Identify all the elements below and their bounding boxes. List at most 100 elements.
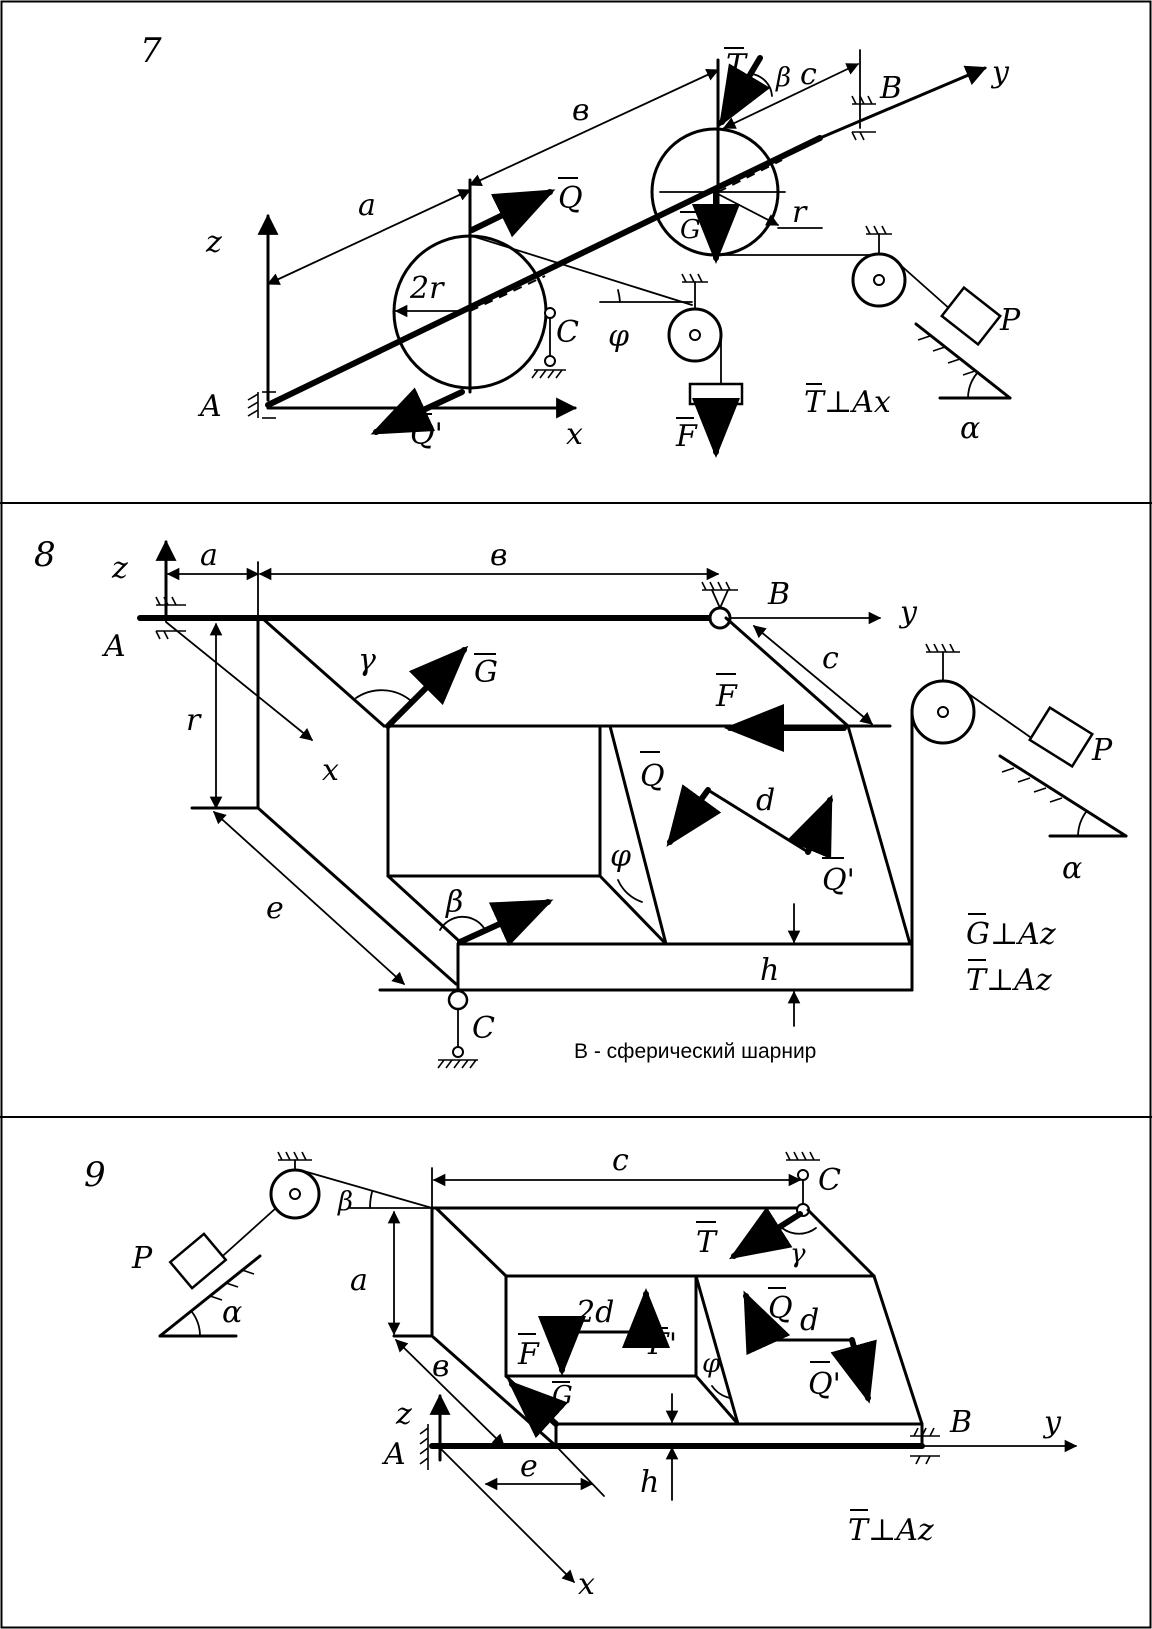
point-b-label: B — [767, 577, 790, 612]
force-q-prime-label: Q' — [410, 417, 443, 452]
dim-a-label: a — [358, 188, 376, 223]
force-f-label: F — [675, 419, 698, 454]
rope-1 — [471, 235, 693, 306]
dim-a-label: a — [350, 1263, 368, 1298]
z-label: z — [205, 225, 222, 260]
force-q-prime-arrow — [830, 1337, 877, 1404]
x-label: x — [322, 753, 339, 788]
dim-e-ext — [555, 1445, 605, 1497]
incline-7 — [914, 322, 1012, 400]
beta-arc — [369, 1191, 373, 1209]
panel-9: 9 β P α — [84, 1143, 1078, 1602]
weight-p-label: P — [1091, 733, 1113, 768]
x-label: x — [566, 417, 583, 452]
point-a-label: A — [197, 389, 222, 424]
condition-text: T⊥Ax — [804, 385, 891, 420]
diag-bottom-left — [256, 806, 458, 986]
force-t-label: T — [696, 1225, 718, 1260]
panel-number: 8 — [34, 535, 56, 575]
bearing-a — [155, 596, 186, 640]
phi-arc — [617, 289, 621, 303]
rope-p — [965, 691, 1041, 745]
bearing-a — [247, 391, 276, 419]
dim-e — [213, 811, 405, 985]
dim-b-label: в — [572, 93, 589, 128]
slope-1 — [694, 1274, 740, 1426]
phi-label: φ — [610, 839, 631, 874]
dim-c — [753, 625, 873, 725]
condition-text: T⊥Az — [848, 1513, 934, 1548]
force-q-label: Q — [558, 181, 583, 216]
force-t-arrow — [728, 1206, 803, 1260]
panel-number: 9 — [84, 1155, 106, 1195]
force-f-label: F — [517, 1337, 540, 1372]
phi-label: φ — [702, 1349, 721, 1379]
pulley-p — [910, 643, 976, 745]
force-q-prime-arrow — [370, 387, 465, 435]
y-label: y — [990, 55, 1010, 90]
beta-label: β — [337, 1187, 353, 1217]
y-label: y — [898, 595, 918, 630]
force-q-prime-label: Q' — [822, 863, 855, 898]
slope-top — [608, 724, 668, 946]
dim-h-label: h — [760, 953, 779, 988]
force-f-label: F — [715, 679, 738, 714]
point-c-label: C — [472, 1011, 495, 1046]
alpha-label: α — [1062, 851, 1082, 886]
condition-2: T⊥Az — [966, 963, 1052, 998]
gamma-arc — [355, 689, 411, 701]
force-q-prime-arrow — [786, 794, 833, 860]
beta-label: β — [775, 63, 791, 93]
force-f-prime-label: F' — [647, 1327, 677, 1362]
force-q-label: Q — [640, 759, 665, 794]
panel-7: 7 z x y A 2r — [140, 31, 1021, 458]
radius-arrow — [717, 193, 780, 226]
phi-label: φ — [608, 319, 629, 354]
dim-c — [722, 63, 860, 129]
point-b-label: B — [879, 71, 902, 106]
rope-top — [299, 1169, 433, 1209]
gamma-label: γ — [790, 1239, 806, 1269]
dim-h-label: h — [640, 1465, 659, 1500]
force-q-arrow — [743, 1290, 791, 1356]
force-g-label: G — [680, 215, 701, 245]
dim-c-label: c — [800, 57, 817, 92]
support-c — [437, 989, 478, 1069]
force-g-label: G — [474, 655, 498, 690]
weight-p-label: P — [131, 1241, 153, 1276]
z-label: z — [395, 1397, 412, 1432]
dim-a — [266, 189, 472, 285]
pulley-p — [851, 225, 907, 308]
pulley-p — [269, 1151, 321, 1220]
r-label: r — [792, 195, 808, 230]
panel-8: 8 z a в A y — [34, 535, 1128, 1069]
support-c — [785, 1151, 820, 1217]
disk-dash — [469, 275, 546, 312]
dim-e-label: e — [266, 891, 284, 926]
incline-9 — [158, 1254, 262, 1338]
force-q-prime-label: Q' — [808, 1367, 841, 1402]
hinge-note: В - сферический шарнир — [574, 1040, 816, 1063]
phi-arc — [711, 1385, 731, 1399]
slope-line — [598, 874, 668, 946]
dim-e-label: e — [520, 1449, 538, 1484]
small-disk-dash — [717, 159, 783, 193]
y-axis — [818, 65, 987, 140]
dim-d-label: d — [756, 783, 775, 818]
x-label: x — [578, 1567, 595, 1602]
force-t-label: T — [726, 48, 748, 83]
phi-arc — [617, 879, 643, 903]
force-q-arrow — [666, 784, 722, 847]
beta-arc — [439, 915, 485, 931]
dim-d-label: d — [800, 1303, 819, 1338]
beta-arc — [751, 73, 773, 97]
point-a-label: A — [101, 629, 126, 664]
incline-8 — [998, 754, 1128, 838]
bearing-b — [910, 1427, 940, 1465]
dim-b — [468, 69, 720, 186]
right-diag — [846, 724, 912, 946]
dim-r-label: r — [186, 703, 202, 738]
two-r-label: 2r — [409, 271, 445, 306]
pulley-f — [667, 273, 723, 363]
